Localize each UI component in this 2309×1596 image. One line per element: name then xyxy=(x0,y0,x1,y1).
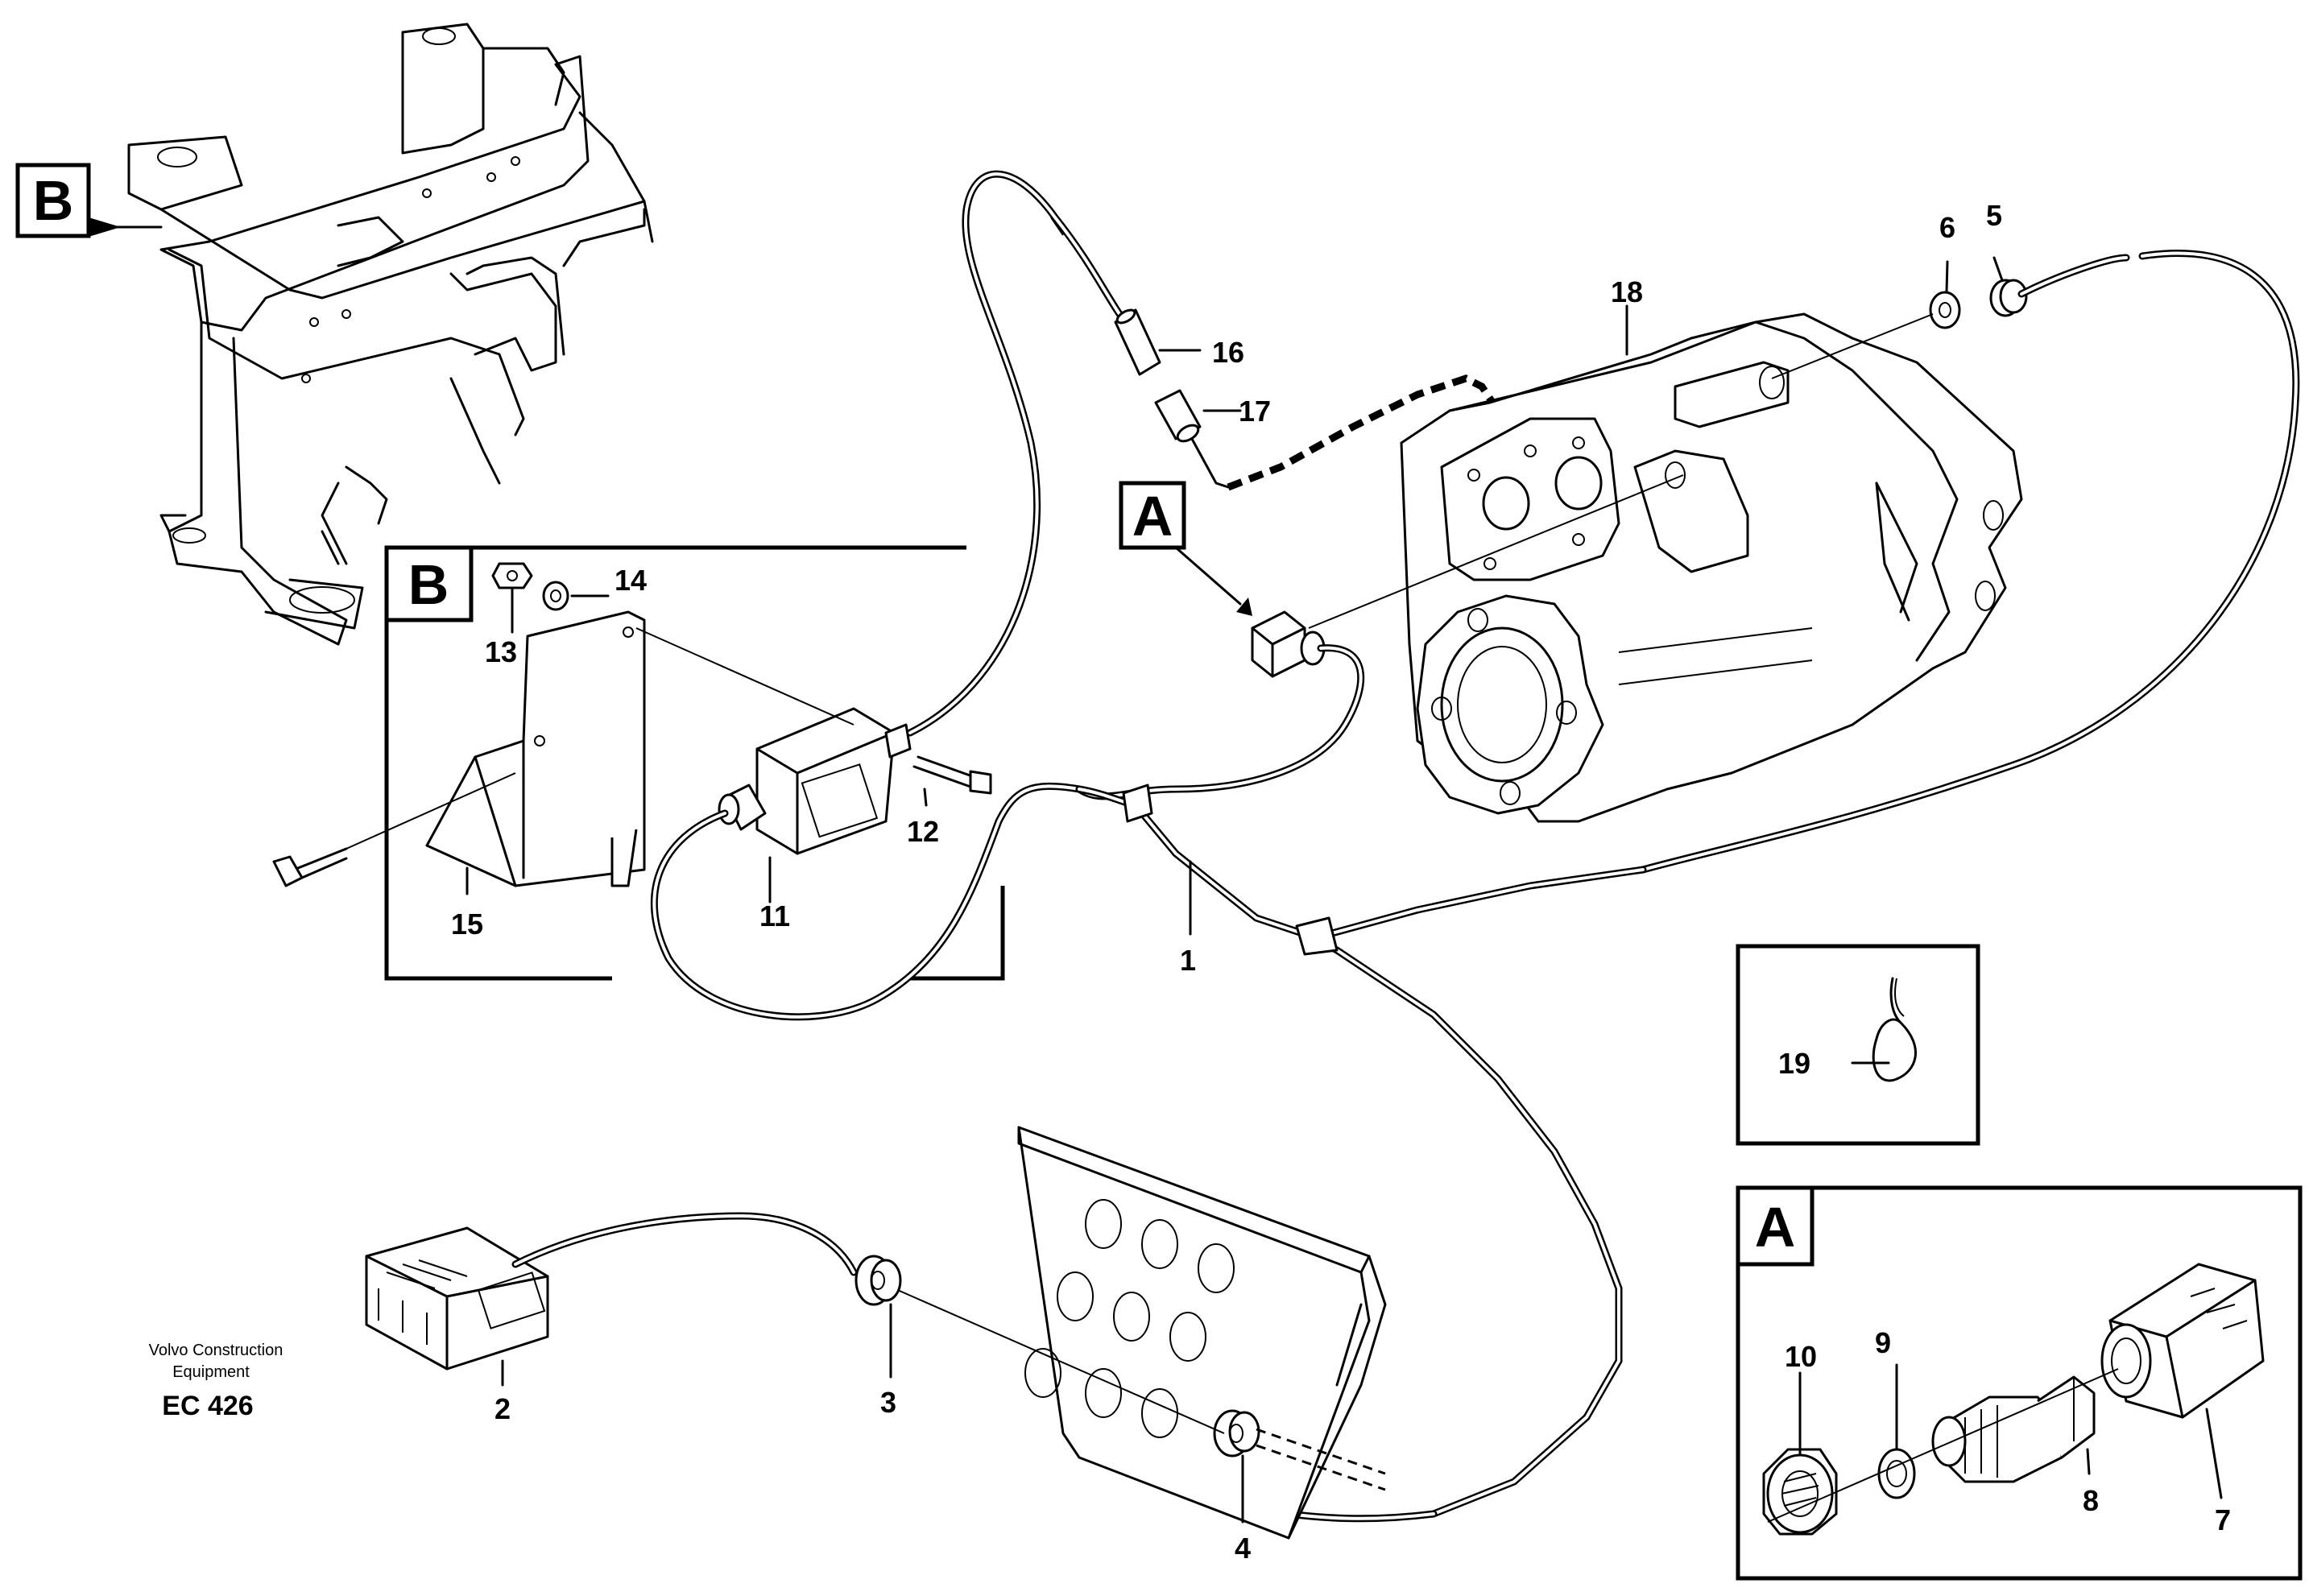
figure-code: EC 426 xyxy=(162,1391,253,1421)
detail-b-frame-label: B xyxy=(33,169,74,232)
machine-frame xyxy=(127,23,654,646)
part-label-6: 6 xyxy=(1939,211,1955,244)
part-label-4: 4 xyxy=(1235,1532,1251,1565)
detail-a-pointer-label: A xyxy=(1132,485,1173,548)
footer-credit: Volvo Construction Equipment EC 426 xyxy=(149,1342,283,1421)
part-label-13: 13 xyxy=(485,635,517,668)
part-label-19: 19 xyxy=(1778,1047,1810,1080)
part-label-3: 3 xyxy=(880,1386,896,1419)
part-label-18: 18 xyxy=(1611,275,1643,308)
main-harness xyxy=(1075,784,1647,1523)
part-label-9: 9 xyxy=(1875,1326,1891,1359)
part-label-5: 5 xyxy=(1986,199,2002,232)
part-label-16: 16 xyxy=(1212,336,1244,369)
nut xyxy=(491,562,533,589)
detail-b-frame-marker: B xyxy=(15,163,163,238)
control-panel xyxy=(893,1126,1387,1540)
part-label-11: 11 xyxy=(759,899,790,932)
company-line-1: Volvo Construction xyxy=(149,1342,283,1359)
part-label-7: 7 xyxy=(2215,1503,2231,1536)
fittings-5-6 xyxy=(1639,250,2300,874)
hose-assembly xyxy=(906,170,1501,737)
part-label-8: 8 xyxy=(2083,1484,2099,1517)
detail-b-box: B xyxy=(272,545,1083,1021)
part-label-2: 2 xyxy=(494,1392,511,1425)
detail-b-box-label: B xyxy=(408,553,449,616)
hydraulic-pump xyxy=(1400,312,2023,823)
detail-a-box-label: A xyxy=(1755,1196,1796,1259)
detail-cable-tie-box xyxy=(1736,944,1980,1146)
connector-plug xyxy=(365,1212,902,1371)
bolt xyxy=(272,855,304,887)
part-label-15: 15 xyxy=(451,908,483,941)
part-label-14: 14 xyxy=(614,564,647,597)
part-label-10: 10 xyxy=(1785,1340,1817,1373)
part-label-17: 17 xyxy=(1239,395,1271,428)
part-number-labels: 1 2 3 4 5 6 7 8 9 10 11 12 13 14 15 16 1… xyxy=(451,199,2231,1565)
sensor-unit xyxy=(755,707,896,855)
detail-a-box: A xyxy=(1736,1185,2303,1581)
washer xyxy=(542,581,569,611)
pressure-sensor xyxy=(1075,474,1684,800)
company-line-2: Equipment xyxy=(172,1363,250,1381)
part-label-12: 12 xyxy=(907,815,939,848)
detail-a-pointer: A xyxy=(1119,481,1252,616)
part-label-1: 1 xyxy=(1180,944,1196,977)
washer-9 xyxy=(1877,1448,1916,1499)
leader-lines xyxy=(466,256,2223,1524)
